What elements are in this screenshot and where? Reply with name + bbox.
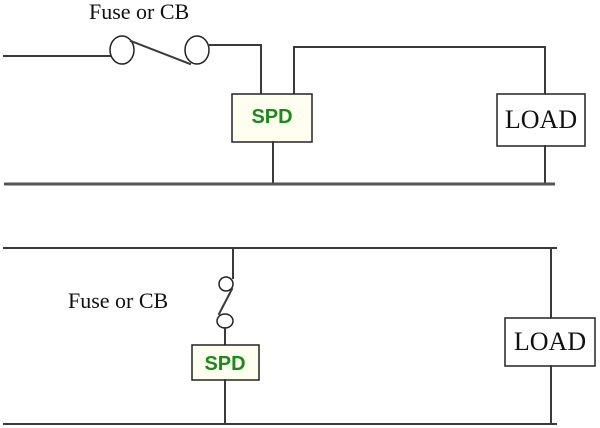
bottom-fuse-symbol [216,276,234,329]
top-fuse-link [129,39,192,66]
bottom-load-label: LOAD [514,327,586,356]
bottom-load-rect [504,317,596,367]
bottom-spd-label: SPD [204,353,245,375]
top-spd-to-load-wire [293,46,546,95]
top-circuit: Fuse or CB SPD LOAD [3,0,586,186]
top-fuse-symbol [109,35,210,66]
bottom-fuse-label: Fuse or CB [68,288,168,313]
bottom-circuit: Fuse or CB SPD LOAD [3,247,596,425]
top-fuse-label: Fuse or CB [89,0,189,24]
bottom-fuse-link [217,287,234,316]
top-spd-label: SPD [251,106,292,128]
top-fuse-contact-left [109,35,135,65]
top-spd-box: SPD [231,93,313,143]
top-load-box: LOAD [496,93,586,147]
bottom-fuse-contact-top [218,276,234,292]
top-fuse-to-spd-wire [208,44,262,95]
bottom-spd-box: SPD [191,344,260,381]
top-spd-rect [231,93,313,143]
top-fuse-contact-right [184,35,210,65]
top-load-label: LOAD [505,105,577,134]
bottom-fuse-contact-bottom [216,313,234,329]
bottom-load-box: LOAD [504,317,596,367]
top-load-rect [496,93,586,147]
